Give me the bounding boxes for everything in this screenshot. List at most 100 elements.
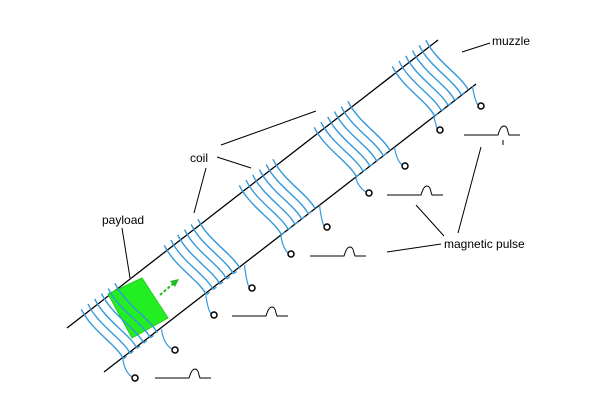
coil <box>80 282 179 382</box>
coils-group <box>80 39 485 382</box>
coil-turn <box>347 100 391 152</box>
coil-turn <box>107 288 152 339</box>
coil-back-loop <box>454 97 459 101</box>
coil-terminal <box>436 126 444 134</box>
coil-lead-wire <box>433 116 438 130</box>
coil-turn <box>411 50 456 101</box>
coil-back-loop <box>281 231 286 236</box>
coil-turn <box>265 164 310 215</box>
coil-turn <box>114 282 158 334</box>
coil-back-loop <box>123 355 128 360</box>
leader-pulse-b <box>415 204 445 237</box>
pulse-traces-group <box>155 125 520 379</box>
coil-turn <box>313 126 358 178</box>
pulse-trace <box>310 246 366 257</box>
coil-lead-wire <box>280 235 289 254</box>
pulse-trace <box>387 185 443 196</box>
coil-lead-wire <box>471 86 479 106</box>
coil-back-loop <box>226 276 231 280</box>
coil <box>163 218 256 319</box>
pulse-trace <box>155 368 211 379</box>
barrel-rail-upper <box>66 39 439 329</box>
coil <box>238 158 331 258</box>
coil-back-loop <box>233 271 237 275</box>
leader-pulse-a <box>386 243 442 253</box>
coil-terminal <box>131 374 139 382</box>
coil <box>391 39 485 134</box>
coil-back-loop <box>294 221 299 225</box>
label-coil: coil <box>190 151 208 165</box>
coil-turn <box>177 234 221 285</box>
coil-lead-wire <box>318 205 325 227</box>
coil-back-loop <box>206 291 211 296</box>
coil-turn <box>163 244 208 296</box>
coil-back-loop <box>356 173 361 178</box>
coil-turn <box>398 60 442 111</box>
coil-back-loop <box>136 345 141 349</box>
pulse-trace <box>464 125 520 136</box>
coil-terminal <box>287 250 295 258</box>
leader-coil-b <box>216 156 252 169</box>
coil-turn <box>80 308 125 360</box>
label-payload: payload <box>102 213 144 227</box>
coil-turn <box>272 158 316 210</box>
coil-back-loop <box>376 158 381 162</box>
coil-terminal <box>477 102 485 110</box>
coil-back-loop <box>212 286 217 291</box>
payload-arrow <box>159 279 179 296</box>
label-muzzle: muzzle <box>492 34 530 48</box>
coil-turn <box>333 111 378 162</box>
coil <box>313 100 409 197</box>
payload-block <box>107 277 169 339</box>
coil-back-loop <box>434 112 439 117</box>
coil-back-loop <box>219 281 224 285</box>
coil-turn <box>391 65 436 117</box>
leader-lines <box>121 42 491 279</box>
coil-turn <box>320 121 364 172</box>
coil-terminal <box>210 311 218 319</box>
label-magnetic-pulse: magnetic pulse <box>444 237 525 251</box>
coil-turn <box>197 218 241 270</box>
coil-back-loop <box>440 107 445 112</box>
coil-turn <box>238 184 283 236</box>
coil-lead-wire <box>243 265 250 288</box>
coil-lead-wire <box>160 329 173 350</box>
coil-back-loop <box>447 102 452 106</box>
coil-back-loop <box>461 92 465 96</box>
coil-turn <box>190 224 235 275</box>
coil-lead-wire <box>205 295 212 315</box>
coil-back-loop <box>301 216 306 220</box>
coil-turn <box>340 106 385 157</box>
coil-back-loop <box>362 168 367 173</box>
coil-back-loop <box>143 340 148 344</box>
coil-back-loop <box>129 350 134 355</box>
coil-turn <box>405 55 449 106</box>
coil-back-loop <box>287 226 292 231</box>
coil-back-loop <box>369 163 374 167</box>
leader-payload <box>121 227 131 279</box>
pulse-trace <box>232 306 288 317</box>
coil-back-loop <box>308 211 312 215</box>
coil-turn <box>418 45 463 96</box>
coil-lead-wire <box>122 359 133 378</box>
coil-terminal <box>365 189 373 197</box>
leader-muzzle <box>461 42 491 53</box>
leader-coil-c <box>193 167 207 214</box>
coil-turn <box>100 293 145 344</box>
coil-terminal <box>401 162 409 170</box>
coil-turn <box>94 298 138 349</box>
coil-turn <box>258 169 303 220</box>
coil-turn <box>252 174 296 225</box>
coil-turn <box>425 39 469 91</box>
leader-pulse-c <box>457 146 482 234</box>
coil-turn <box>87 303 131 354</box>
coil-lead-wire <box>355 177 367 193</box>
coil-terminal <box>171 346 179 354</box>
coil-turn <box>170 239 214 290</box>
coil-back-loop <box>150 335 154 339</box>
coil-terminal <box>248 284 256 292</box>
coil-turn <box>183 229 228 280</box>
coil-back-loop <box>383 153 387 157</box>
